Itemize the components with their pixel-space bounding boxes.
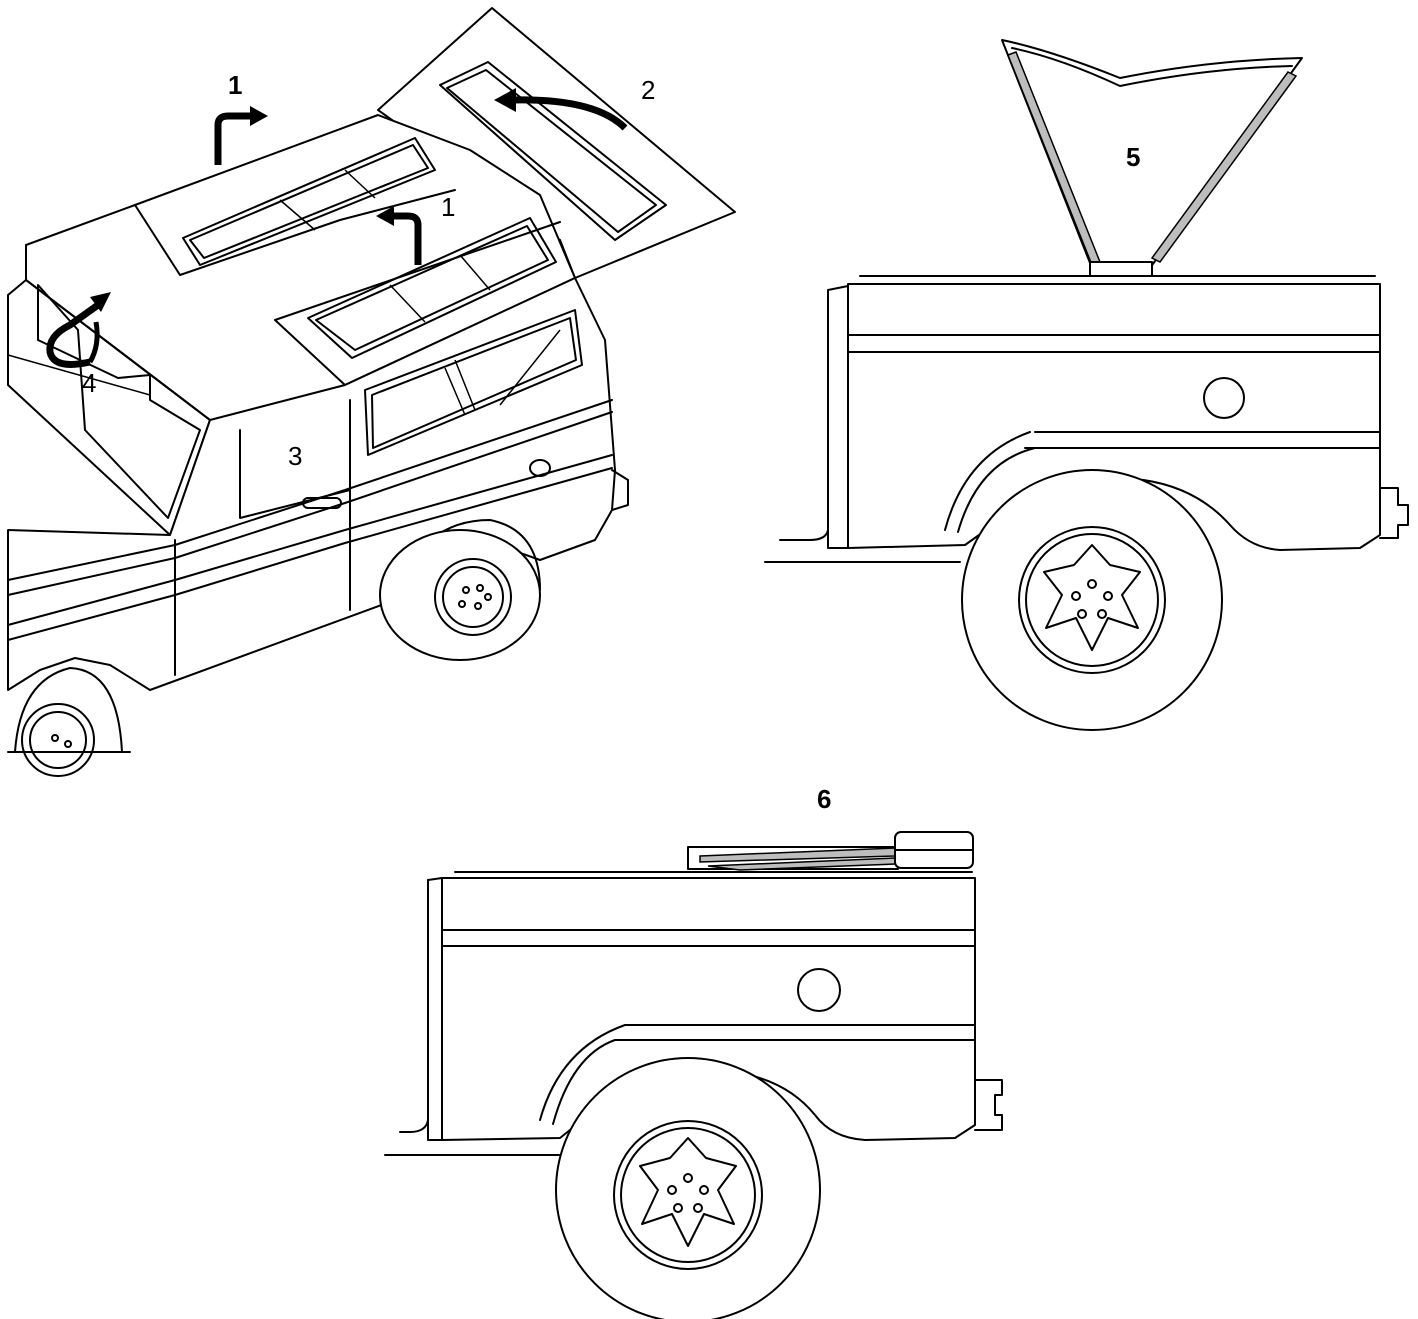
arrow-top-roof-panel: [214, 106, 268, 165]
roof-glass-front: [182, 137, 436, 266]
rear-wheel-perspective: [379, 519, 541, 661]
arrow-windshield-panel: [46, 292, 111, 368]
callout-6: 6: [817, 784, 831, 814]
callout-1-top: 1: [228, 70, 242, 100]
front-wheel-perspective: [7, 667, 131, 777]
vehicle-body-side: [7, 277, 629, 691]
arrow-roof-panel-2: [494, 88, 628, 131]
perspective-vehicle-view: 1 1 2 3 4: [7, 7, 736, 777]
callout-2: 2: [641, 75, 655, 105]
callout-4: 4: [82, 368, 96, 398]
rear-wheel-side: [961, 469, 1223, 731]
callout-1-roof: 1: [441, 192, 455, 222]
callout-5: 5: [1126, 142, 1140, 172]
side-view-stowed-rear-panel: 6: [384, 784, 1003, 1319]
side-view-raised-rear-panel: 5: [764, 39, 1409, 731]
roof-glass-rear: [307, 217, 557, 359]
stowed-rear-panel: [687, 831, 974, 871]
arrow-rear-roof-panel: [376, 206, 422, 265]
rear-wheel-side-lower: [555, 1057, 821, 1319]
raised-rear-panel: [1001, 39, 1303, 277]
callout-3: 3: [288, 441, 302, 471]
